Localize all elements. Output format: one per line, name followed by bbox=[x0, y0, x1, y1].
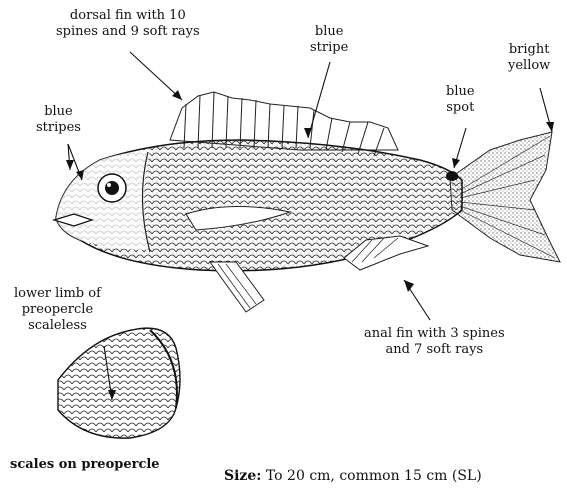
label-dorsal-fin: dorsal fin with 10 spines and 9 soft ray… bbox=[56, 8, 200, 40]
label-blue-spot: blue spot bbox=[446, 84, 475, 116]
label-line: blue bbox=[310, 24, 348, 40]
eye bbox=[98, 174, 126, 202]
caption-scales-on-preopercle: scales on preopercle bbox=[10, 457, 160, 472]
label-line: yellow bbox=[508, 58, 550, 74]
label-line: scaleless bbox=[14, 318, 101, 334]
label-line: blue bbox=[446, 84, 475, 100]
label-line: bright bbox=[508, 42, 550, 58]
size-label: Size: bbox=[224, 468, 261, 484]
label-line: blue bbox=[36, 104, 81, 120]
size-description: Size: To 20 cm, common 15 cm (SL) bbox=[224, 468, 482, 484]
preopercle-scales-inset bbox=[58, 328, 180, 438]
label-anal-fin: anal fin with 3 spines and 7 soft rays bbox=[364, 326, 505, 358]
label-line: dorsal fin with 10 bbox=[56, 8, 200, 24]
label-line: stripes bbox=[36, 120, 81, 136]
label-bright-yellow: bright yellow bbox=[508, 42, 550, 74]
label-line: and 7 soft rays bbox=[364, 342, 505, 358]
label-preopercle: lower limb of preopercle scaleless bbox=[14, 286, 101, 334]
label-line: anal fin with 3 spines bbox=[364, 326, 505, 342]
label-line: preopercle bbox=[14, 302, 101, 318]
label-blue-stripes: blue stripes bbox=[36, 104, 81, 136]
label-blue-stripe: blue stripe bbox=[310, 24, 348, 56]
label-line: spines and 9 soft rays bbox=[56, 24, 200, 40]
label-line: stripe bbox=[310, 40, 348, 56]
caudal-fin bbox=[450, 132, 560, 262]
blue-spot-marker bbox=[446, 171, 458, 181]
label-line: lower limb of bbox=[14, 286, 101, 302]
size-value: To 20 cm, common 15 cm (SL) bbox=[266, 468, 482, 484]
label-line: spot bbox=[446, 100, 475, 116]
